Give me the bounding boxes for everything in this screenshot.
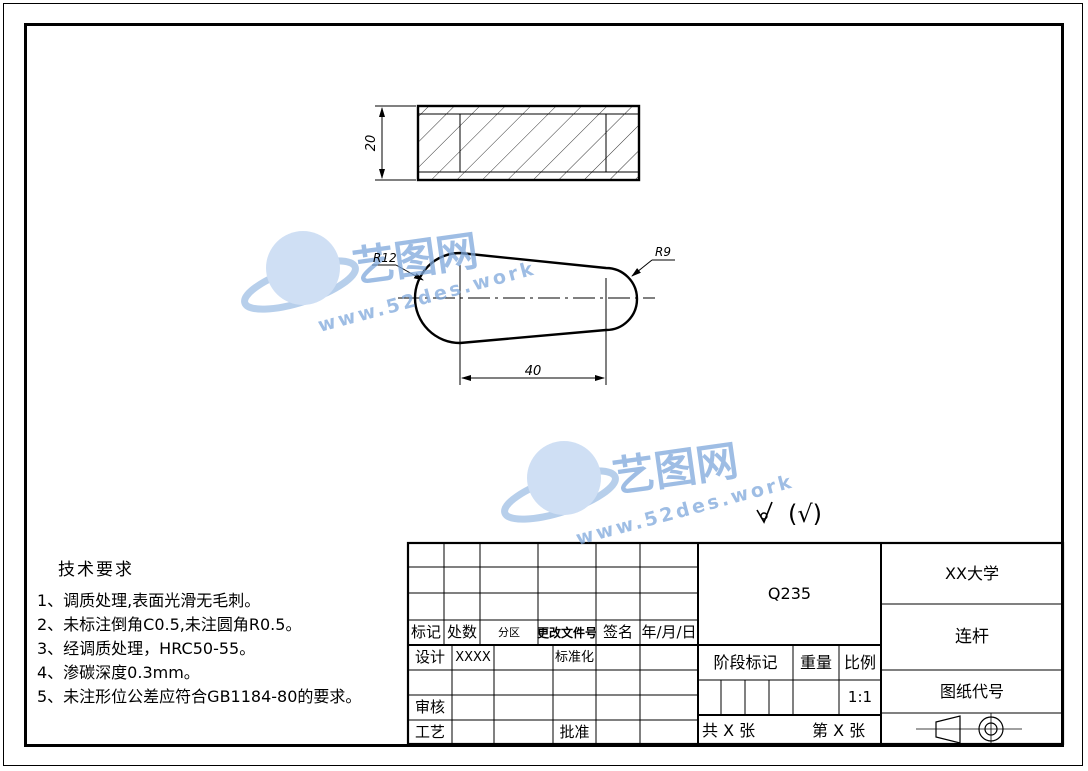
radius-right-label: R9 [655, 245, 671, 259]
dimension-length: 40 [525, 364, 542, 379]
tech-requirement-item: 5、未注形位公差应符合GB1184-80的要求。 [37, 687, 362, 706]
tech-requirement-item: 4、渗碳深度0.3mm。 [37, 663, 200, 682]
design-label: 设计 [414, 648, 445, 666]
scale-value: 1:1 [847, 688, 873, 706]
drawing-number-label: 图纸代号 [939, 681, 1004, 701]
designer-name: XXXX [455, 650, 491, 665]
stage-mark-label: 阶段标记 [713, 652, 778, 672]
rev-count-label: 处数 [446, 623, 477, 641]
tech-requirement-item: 1、调质处理,表面光滑无毛刺。 [37, 591, 261, 610]
approve-label: 批准 [559, 722, 590, 741]
process-label: 工艺 [414, 722, 445, 741]
roughness-label: (√) [788, 500, 822, 528]
projection-symbol [916, 713, 1022, 745]
rev-sign-label: 签名 [602, 623, 633, 641]
rev-mark-label: 标记 [410, 623, 441, 641]
radius-left-label: R12 [373, 251, 397, 265]
weight-label: 重量 [799, 652, 832, 672]
top-view [372, 251, 675, 385]
part-name: 连杆 [955, 626, 989, 647]
roughness-symbol [756, 501, 773, 524]
tech-requirement-item: 2、未标注倒角C0.5,未注圆角R0.5。 [37, 615, 302, 634]
tech-requirements-title: 技术要求 [58, 560, 134, 580]
review-label: 审核 [414, 698, 445, 716]
sheet-outer-border [3, 3, 1083, 766]
section-view [375, 104, 641, 182]
watermark-graphic-2 [501, 441, 619, 523]
rev-doc-number-label: 更改文件号 [537, 625, 598, 640]
watermark-graphic-1 [241, 231, 359, 313]
scale-label: 比例 [843, 652, 876, 672]
rev-date-label: 年/月/日 [641, 623, 697, 641]
dimension-height: 20 [364, 135, 379, 152]
material-value: Q235 [767, 584, 812, 603]
standardize-label: 标准化 [554, 650, 594, 665]
title-block-grid [406, 541, 1065, 746]
drawing-frame [24, 23, 1064, 747]
school-name: XX大学 [945, 563, 999, 583]
sheets-total: 共 X 张 [702, 721, 756, 740]
tech-requirement-item: 3、经调质处理，HRC50-55。 [37, 639, 256, 658]
sheet-number: 第 X 张 [812, 721, 866, 740]
rev-zone-label: 分区 [498, 626, 520, 639]
